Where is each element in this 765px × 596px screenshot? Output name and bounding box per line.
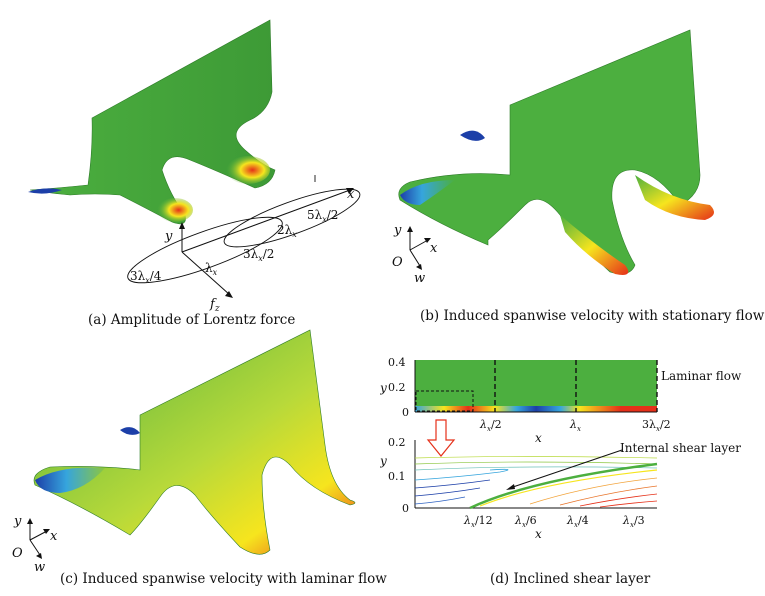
b-axis-w: w <box>414 271 425 286</box>
shear-pointer-arrow-icon <box>506 484 515 490</box>
fz-axis-arrow-icon <box>225 291 233 298</box>
bottom-ytick-0: 0.2 <box>388 436 406 449</box>
bottom-xtick-1: λx/6 <box>514 514 537 529</box>
c-axis-o: O <box>12 546 23 561</box>
shear-layer-band <box>469 462 658 510</box>
bottom-shear-plot: 0.2 0.1 0 y λx/12 λx/6 λx/4 λx/3 x Inter… <box>379 436 741 541</box>
caption-c: (c) Induced spanwise velocity with lamin… <box>60 571 387 587</box>
label-3lambda-2: 3λx/2 <box>243 247 274 263</box>
top-xtick-1: λx <box>569 418 581 433</box>
zoom-arrow-icon <box>426 419 456 457</box>
y-axis-arrow-icon <box>179 222 185 229</box>
axis-label-x: x <box>347 187 355 202</box>
top-ytick-2: 0 <box>402 406 409 419</box>
top-ylabel: y <box>380 381 387 395</box>
laminar-trough-2 <box>120 427 140 435</box>
stationary-flow-surface <box>398 29 701 275</box>
force-peak-2 <box>157 198 193 222</box>
stationary-trough <box>400 180 455 205</box>
axis-label-y: y <box>164 229 173 244</box>
panel-d: 0.4 0.2 0 y λx/2 λx 3λx/2 x Laminar flow <box>379 340 765 596</box>
panel-a: y x fz 3λx/4 λx 3λx/2 2λx 5λx/2 (a) Ampl… <box>0 0 380 330</box>
top-xtick-2: 3λx/2 <box>642 418 671 433</box>
bottom-xtick-0: λx/12 <box>463 514 493 529</box>
stationary-peak-1 <box>635 175 714 220</box>
bottom-ytick-1: 0.1 <box>388 470 406 483</box>
b-axis-y: y <box>393 223 402 238</box>
panel-b: y x O w (b) Induced spanwise velocity wi… <box>380 0 765 330</box>
caption-b: (b) Induced spanwise velocity with stati… <box>420 308 765 324</box>
laminar-flow-surface <box>33 329 356 555</box>
lorentz-force-surface <box>29 19 276 225</box>
caption-d: (d) Inclined shear layer <box>490 571 651 587</box>
caption-a: (a) Amplitude of Lorentz force <box>88 312 296 328</box>
bottom-xtick-2: λx/4 <box>566 514 589 529</box>
top-laminar-plot: 0.4 0.2 0 y λx/2 λx 3λx/2 x Laminar flow <box>379 356 742 445</box>
sine-wave-loop-1 <box>127 216 283 284</box>
b-axis-o: O <box>392 255 403 270</box>
panel-c-figure: y x O w <box>12 329 356 575</box>
sine-wave-loop-2 <box>223 188 361 248</box>
label-3lambda-4: 3λx/4 <box>130 269 162 285</box>
panel-b-figure: y x O w <box>392 29 714 286</box>
stationary-peak-2 <box>560 215 629 275</box>
top-ytick-0: 0.4 <box>388 356 406 369</box>
panel-c: y x O w (c) Induced spanwise velocity wi… <box>0 325 387 596</box>
bottom-xlabel: x <box>535 527 542 541</box>
label-2lambda: 2λx <box>277 223 297 239</box>
c-y-arrow-icon <box>27 518 33 524</box>
top-ytick-1: 0.2 <box>388 381 406 394</box>
b-y-arrow-icon <box>407 226 413 232</box>
c-axis-w: w <box>34 560 45 575</box>
bottom-ytick-2: 0 <box>402 502 409 515</box>
b-axis-x: x <box>430 241 438 256</box>
c-w-arrow-icon <box>36 553 42 559</box>
panel-a-figure: y x fz 3λx/4 λx 3λx/2 2λx 5λx/2 <box>28 19 361 314</box>
c-axis-x: x <box>50 529 58 544</box>
laminar-flow-label: Laminar flow <box>661 369 742 383</box>
b-x-arrow-icon <box>424 238 431 243</box>
force-trough <box>28 188 62 194</box>
c-x-arrow-icon <box>43 529 50 534</box>
stationary-trough-2 <box>460 130 485 141</box>
zoom-region-box <box>415 390 474 412</box>
c-axis-y: y <box>13 514 22 529</box>
top-xlabel: x <box>535 431 542 445</box>
bottom-ylabel: y <box>380 454 387 468</box>
b-w-arrow-icon <box>416 264 422 270</box>
label-lambda: λx <box>205 261 218 277</box>
bottom-xtick-3: λx/3 <box>622 514 645 529</box>
laminar-trough <box>35 467 105 493</box>
label-5lambda-2: 5λx/2 <box>307 208 338 224</box>
internal-shear-label: Internal shear layer <box>620 441 741 455</box>
axis-label-fz: fz <box>209 297 220 314</box>
fz-axis-line <box>181 251 231 296</box>
force-peak-1 <box>226 156 270 184</box>
x-axis-line <box>181 189 351 253</box>
top-xtick-0: λx/2 <box>479 418 502 433</box>
panel-d-figure: 0.4 0.2 0 y λx/2 λx 3λx/2 x Laminar flow <box>379 356 742 541</box>
